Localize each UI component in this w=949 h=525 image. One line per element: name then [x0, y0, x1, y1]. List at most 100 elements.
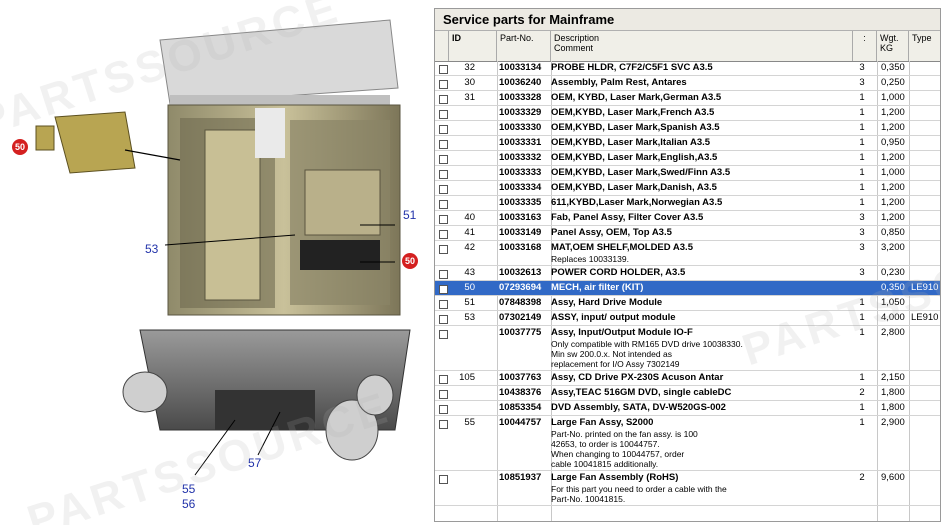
description-text: OEM,KYBD, Laser Mark,Italian A3.5	[551, 137, 711, 148]
description-text: Panel Assy, OEM, Top A3.5	[551, 227, 672, 238]
row-checkbox[interactable]	[439, 245, 448, 254]
row-checkbox[interactable]	[439, 65, 448, 74]
table-row[interactable]: 10033331 OEM,KYBD, Laser Mark,Italian A3.…	[435, 136, 940, 151]
cell-qty: 1	[859, 417, 865, 428]
cell-part-no: 10036240	[499, 77, 542, 88]
cell-part-no: 10033331	[499, 137, 542, 148]
cell-weight: 1,200	[881, 107, 905, 118]
comment-text: For this part you need to order a cable …	[551, 484, 727, 494]
cell-weight: 0,850	[881, 227, 905, 238]
description-text: DVD Assembly, SATA, DV-W520GS-002	[551, 402, 726, 413]
comment-text: cable 10041815 additionally.	[551, 459, 659, 469]
cell-id: 50	[464, 282, 475, 293]
cell-part-no: 10033329	[499, 107, 542, 118]
cell-part-no: 10033163	[499, 212, 542, 223]
cell-qty: 1	[859, 372, 865, 383]
description-text: Large Fan Assy, S2000	[551, 417, 654, 428]
comment-text: Replaces 10033139.	[551, 254, 629, 264]
cell-id: 53	[464, 312, 475, 323]
row-checkbox[interactable]	[439, 420, 448, 429]
mainframe-diagram: 50 50 51 53 55 56 57 PARTSSOURCE PARTSSO…	[0, 0, 432, 525]
table-header: ID Part-No. Description Comment : Wgt. K…	[435, 31, 940, 62]
description-text: Assy, CD Drive PX-230S Acuson Antar	[551, 372, 724, 383]
cell-id: 105	[459, 372, 475, 383]
description-text: OEM,KYBD, Laser Mark,English,A3.5	[551, 152, 718, 163]
col-header-wgt[interactable]: Wgt. KG	[877, 31, 909, 61]
row-checkbox[interactable]	[439, 405, 448, 414]
row-checkbox[interactable]	[439, 200, 448, 209]
row-checkbox[interactable]	[439, 390, 448, 399]
cell-weight: 1,800	[881, 387, 905, 398]
callout-51: 51	[403, 208, 417, 222]
cell-id: 51	[464, 297, 475, 308]
cell-id: 42	[464, 242, 475, 253]
row-checkbox[interactable]	[439, 375, 448, 384]
row-checkbox[interactable]	[439, 170, 448, 179]
col-header-type[interactable]: Type	[912, 33, 932, 43]
cell-weight: 0,350	[881, 282, 905, 293]
table-row[interactable]: 10033329 OEM,KYBD, Laser Mark,French A3.5…	[435, 106, 940, 121]
row-checkbox[interactable]	[439, 315, 448, 324]
row-checkbox[interactable]	[439, 125, 448, 134]
row-checkbox[interactable]	[439, 155, 448, 164]
row-checkbox[interactable]	[439, 215, 448, 224]
cell-part-no: 10033149	[499, 227, 542, 238]
col-header-qty[interactable]: :	[853, 31, 877, 61]
col-header-desc[interactable]: Description Comment	[551, 31, 853, 61]
cell-type: LE910	[911, 282, 939, 293]
description-text: Assembly, Palm Rest, Antares	[551, 77, 687, 88]
cell-part-no: 10033333	[499, 167, 542, 178]
row-checkbox[interactable]	[439, 140, 448, 149]
row-checkbox[interactable]	[439, 285, 448, 294]
cell-type: LE910	[911, 312, 939, 323]
cell-description: Large Fan Assembly (RoHS)For this part y…	[551, 472, 853, 504]
cell-id: 43	[464, 267, 475, 278]
row-checkbox[interactable]	[439, 95, 448, 104]
row-checkbox[interactable]	[439, 330, 448, 339]
cell-part-no: 10033168	[499, 242, 542, 253]
cell-description: OEM,KYBD, Laser Mark,French A3.5	[551, 107, 853, 119]
cell-part-no: 10033134	[499, 62, 542, 73]
table-row[interactable]: 10033334 OEM,KYBD, Laser Mark,Danish, A3.…	[435, 181, 940, 196]
row-checkbox[interactable]	[439, 185, 448, 194]
cell-description: OEM,KYBD, Laser Mark,Danish, A3.5	[551, 182, 853, 194]
cell-part-no: 07848398	[499, 297, 542, 308]
row-checkbox[interactable]	[439, 80, 448, 89]
row-checkbox[interactable]	[439, 270, 448, 279]
cell-qty: 2	[859, 472, 865, 483]
row-checkbox[interactable]	[439, 300, 448, 309]
cell-part-no: 10033330	[499, 122, 542, 133]
cell-qty: 3	[859, 242, 865, 253]
row-checkbox[interactable]	[439, 110, 448, 119]
col-header-part[interactable]: Part-No.	[497, 31, 551, 61]
col-header-id[interactable]: ID	[449, 31, 497, 61]
row-checkbox[interactable]	[439, 230, 448, 239]
cell-qty: 1	[859, 312, 865, 323]
cell-part-no: 10033334	[499, 182, 542, 193]
description-text: Fab, Panel Assy, Filter Cover A3.5	[551, 212, 704, 223]
row-checkbox[interactable]	[439, 475, 448, 484]
